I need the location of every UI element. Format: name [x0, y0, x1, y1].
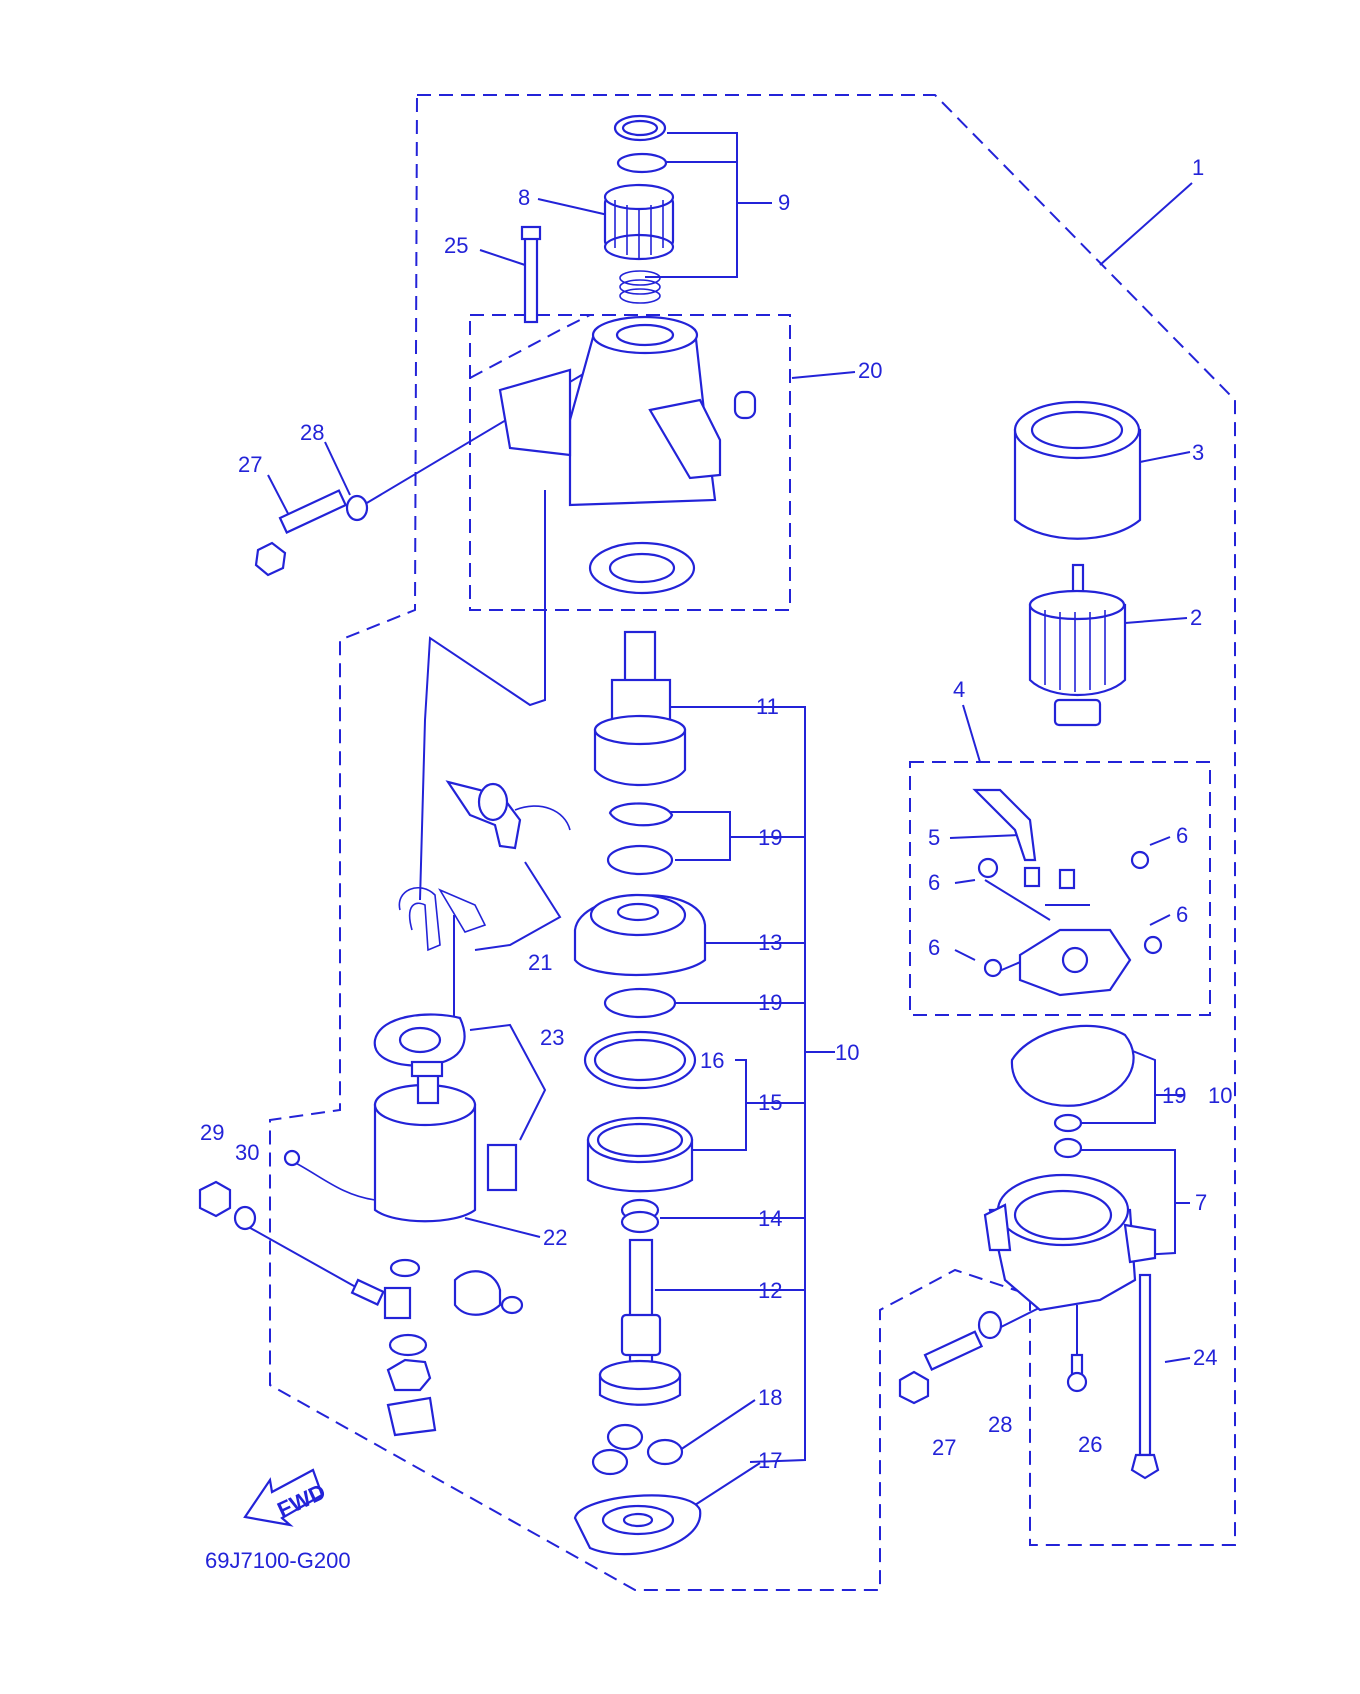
callout-6-a: 6 — [1176, 823, 1188, 848]
callout-3: 3 — [1192, 440, 1204, 465]
callout-19-b: 19 — [758, 990, 782, 1015]
callout-27-upper: 27 — [238, 452, 262, 477]
callout-22: 22 — [543, 1225, 567, 1250]
callout-11: 11 — [756, 694, 779, 719]
callout-8: 8 — [518, 185, 530, 210]
callout-9: 9 — [778, 190, 790, 215]
callout-1: 1 — [1192, 155, 1204, 180]
callout-13: 13 — [758, 930, 782, 955]
part-drawings — [198, 114, 1163, 1556]
drawing-code: 69J7100-G200 — [205, 1548, 351, 1573]
callout-25: 25 — [444, 233, 468, 258]
callout-6-c: 6 — [1176, 902, 1188, 927]
callout-29: 29 — [200, 1120, 224, 1145]
fwd-arrow-icon: FWD — [243, 1468, 329, 1527]
callout-10-b: 10 — [1208, 1083, 1232, 1108]
bolt-part — [254, 489, 348, 577]
leader-lines — [244, 132, 1193, 1506]
callout-4: 4 — [953, 677, 965, 702]
callout-16: 16 — [700, 1048, 724, 1073]
callout-19-a: 19 — [758, 825, 782, 850]
callout-5: 5 — [928, 825, 940, 850]
callout-23: 23 — [540, 1025, 564, 1050]
lower-bolt-part — [898, 1330, 984, 1405]
callout-27-lower: 27 — [932, 1435, 956, 1460]
group-outlines — [269, 94, 1236, 1591]
callout-2: 2 — [1190, 605, 1202, 630]
spring-part — [619, 270, 661, 304]
callout-10-a: 10 — [835, 1040, 859, 1065]
callout-21: 21 — [528, 950, 552, 975]
callout-6-b: 6 — [928, 870, 940, 895]
callout-28-lower: 28 — [988, 1412, 1012, 1437]
callout-28-upper: 28 — [300, 420, 324, 445]
callout-18: 18 — [758, 1385, 782, 1410]
callout-30: 30 — [235, 1140, 259, 1165]
callout-14: 14 — [758, 1206, 782, 1231]
callout-labels: 1 8 9 25 20 3 28 27 2 4 11 5 6 6 19 6 6 … — [200, 155, 1232, 1473]
callout-20: 20 — [858, 358, 882, 383]
callout-19-c: 19 — [1162, 1083, 1186, 1108]
callout-26: 26 — [1078, 1432, 1102, 1457]
callout-24: 24 — [1193, 1345, 1217, 1370]
callout-7: 7 — [1195, 1190, 1207, 1215]
callout-17: 17 — [758, 1448, 782, 1473]
callout-6-d: 6 — [928, 935, 940, 960]
callout-12: 12 — [758, 1278, 782, 1303]
callout-15: 15 — [758, 1090, 782, 1115]
